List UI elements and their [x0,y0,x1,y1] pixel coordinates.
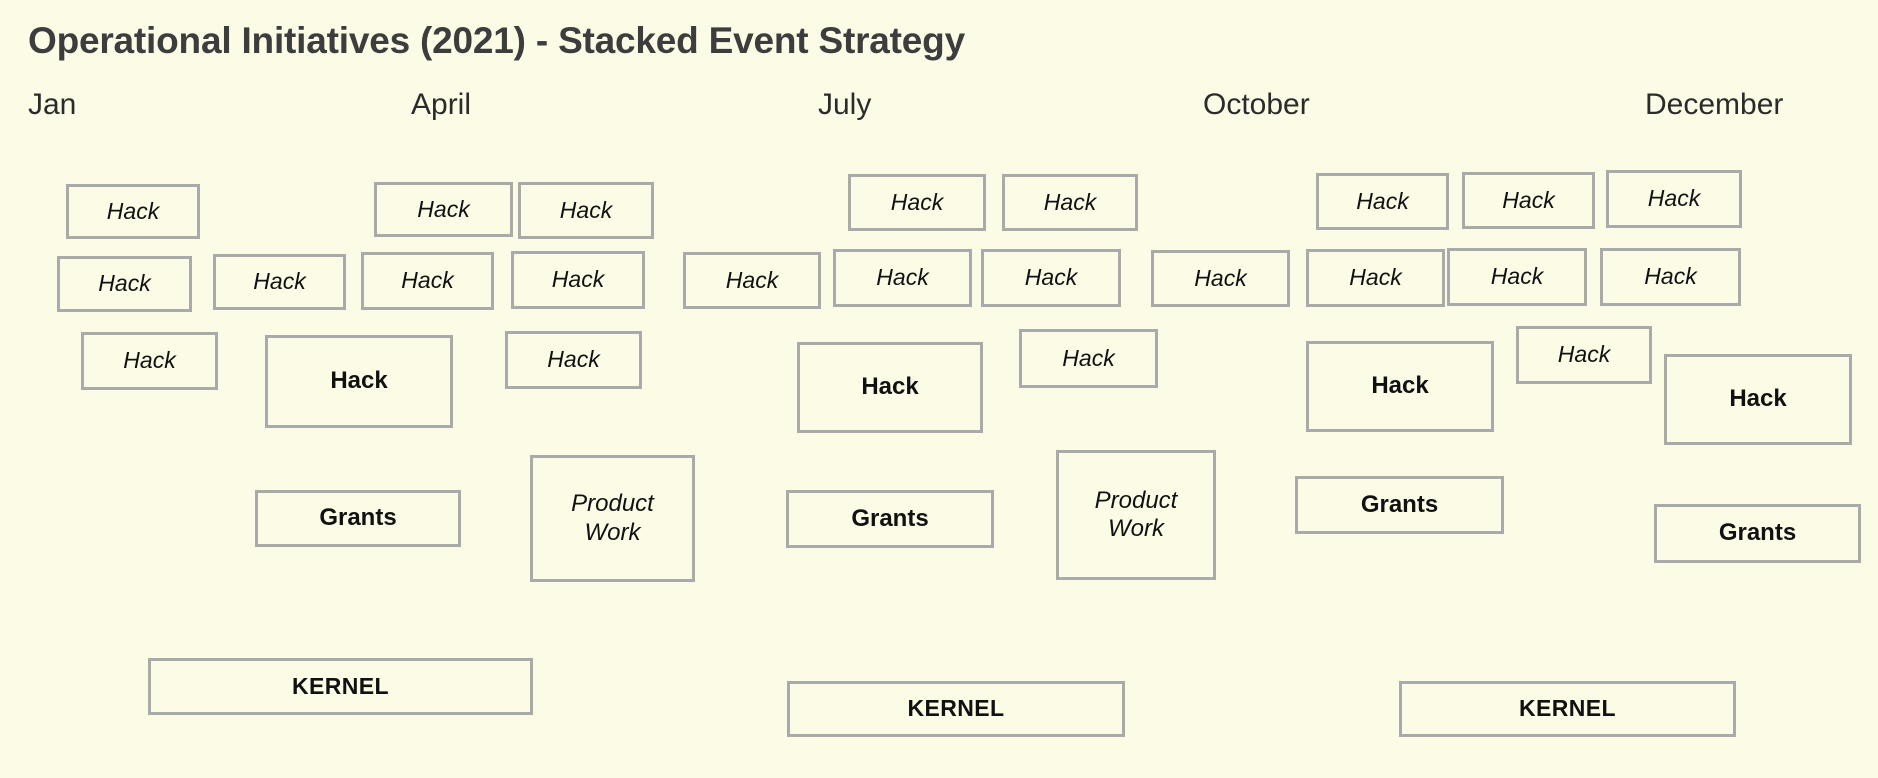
event-label: Hack [725,266,779,293]
month-label-december: December [1645,88,1784,121]
event-label: Hack [1647,185,1701,212]
event-box-hack[interactable]: Hack [518,182,654,239]
event-box-kernel[interactable]: KERNEL [148,658,533,715]
event-label: Grants [319,504,397,532]
event-label: Hack [876,264,929,291]
event-label: Hack [559,196,613,223]
event-label: Hack [551,266,605,293]
event-box-hack[interactable]: Hack [1606,170,1742,228]
event-label: Hack [1062,344,1115,371]
event-box-hack[interactable]: Hack [1664,354,1852,445]
event-box-hack[interactable]: Hack [833,249,972,307]
event-box-hack[interactable]: Hack [1600,248,1741,306]
event-box-hack[interactable]: Hack [374,182,513,237]
event-label: Hack [1024,264,1078,291]
event-box-hack[interactable]: Hack [57,256,192,312]
event-box-hack[interactable]: Hack [797,342,983,433]
event-label: Hack [1502,186,1555,213]
event-label: Hack [1490,263,1544,290]
event-box-hack[interactable]: Hack [1516,326,1652,384]
event-box-hack[interactable]: Hack [511,251,645,309]
event-label: KERNEL [292,672,389,699]
event-box-hack[interactable]: Hack [848,174,986,231]
event-label: Hack [1194,264,1247,291]
event-label: Hack [1557,341,1611,368]
event-label: Hack [1356,187,1409,214]
event-label: Hack [98,270,151,297]
event-label: Hack [861,373,919,401]
month-label-jan: Jan [28,88,77,121]
month-label-july: July [818,88,872,121]
event-box-hack[interactable]: Hack [683,252,821,309]
event-label: Hack [890,188,944,215]
event-box-hack[interactable]: Hack [981,249,1121,307]
event-box-hack[interactable]: Hack [1151,250,1290,307]
event-label: Hack [253,268,306,295]
event-box-hack[interactable]: Hack [81,332,218,390]
event-label: Grants [1360,490,1439,518]
event-box-grants[interactable]: Grants [786,490,994,548]
event-label: Hack [123,347,176,374]
event-label: KERNEL [907,695,1005,722]
event-box-hack[interactable]: Hack [66,184,200,239]
event-box-grants[interactable]: Grants [255,490,461,547]
event-box-hack[interactable]: Hack [265,335,453,428]
event-label: Hack [1644,263,1697,290]
event-box-hack[interactable]: Hack [1019,329,1158,388]
month-label-october: October [1203,88,1310,121]
event-box-hack[interactable]: Hack [505,331,642,389]
event-label: Hack [401,267,454,294]
event-box-hack[interactable]: Hack [1306,249,1445,307]
page-title: Operational Initiatives (2021) - Stacked… [28,20,965,61]
event-box-hack[interactable]: Hack [1306,341,1494,432]
event-label: Hack [1729,385,1787,413]
event-box-grants[interactable]: Grants [1654,504,1861,563]
event-box-hack[interactable]: Hack [1462,172,1595,229]
event-label: Hack [417,195,470,222]
event-box-hack[interactable]: Hack [1002,174,1138,231]
month-label-april: April [411,88,472,121]
event-box-hack[interactable]: Hack [361,252,494,310]
event-label: Grants [851,504,929,532]
event-label: Hack [330,367,388,395]
event-box-hack[interactable]: Hack [1316,173,1449,230]
event-label: Hack [106,197,160,224]
event-box-kernel[interactable]: KERNEL [1399,681,1736,737]
event-box-hack[interactable]: Hack [1447,248,1587,306]
event-box-grants[interactable]: Grants [1295,476,1504,534]
event-label: Hack [1349,264,1402,291]
event-label: Hack [1371,372,1429,400]
event-box-hack[interactable]: Hack [213,254,346,310]
event-box-kernel[interactable]: KERNEL [787,681,1125,737]
event-label: Hack [547,346,600,373]
event-label: Grants [1718,519,1797,547]
event-label: KERNEL [1519,695,1616,722]
event-label: Hack [1043,188,1097,215]
